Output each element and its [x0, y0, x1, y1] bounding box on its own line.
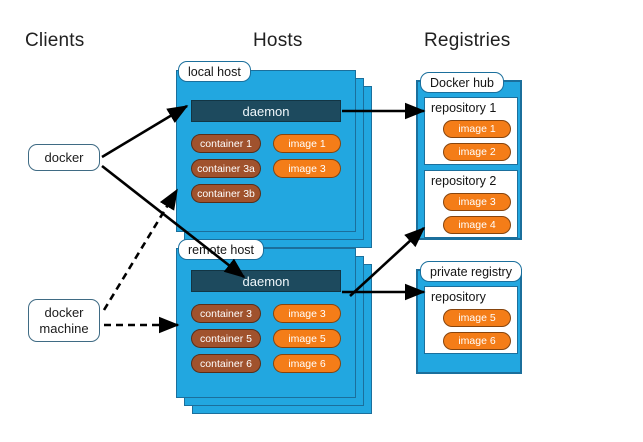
repository-2-image-2[interactable]: image 4	[443, 216, 511, 234]
host-local-image-1[interactable]: image 1	[273, 134, 341, 153]
host-remote-container-2[interactable]: container 5	[191, 329, 261, 348]
repository-1[interactable]: repository 1 image 1 image 2	[424, 97, 518, 165]
host-local-daemon[interactable]: daemon	[191, 100, 341, 122]
heading-hosts: Hosts	[253, 30, 303, 51]
repository-2-label: repository 2	[431, 174, 497, 188]
host-local-container-2[interactable]: container 3a	[191, 159, 261, 178]
repository-private-label: repository	[431, 290, 486, 304]
registry-docker-hub[interactable]: Docker hub repository 1 image 1 image 2 …	[416, 72, 522, 240]
host-local-container-3[interactable]: container 3b	[191, 184, 261, 203]
host-remote[interactable]: remote host daemon container 3 container…	[176, 239, 372, 414]
repository-private-image-2[interactable]: image 6	[443, 332, 511, 350]
heading-clients: Clients	[25, 30, 85, 51]
registry-private-tab: private registry	[420, 261, 522, 282]
client-docker-machine[interactable]: docker machine	[28, 299, 100, 342]
host-local-image-2[interactable]: image 3	[273, 159, 341, 178]
host-local-daemon-label: daemon	[242, 103, 290, 119]
repository-1-label: repository 1	[431, 101, 497, 115]
host-remote-image-3[interactable]: image 6	[273, 354, 341, 373]
host-remote-container-3[interactable]: container 6	[191, 354, 261, 373]
client-docker-machine-label-line1: docker	[44, 305, 84, 321]
repository-1-image-2[interactable]: image 2	[443, 143, 511, 161]
host-remote-daemon[interactable]: daemon	[191, 270, 341, 292]
client-docker-label: docker	[44, 149, 84, 165]
registry-docker-hub-tab: Docker hub	[420, 72, 504, 93]
arrow-docker-to-local-daemon	[101, 104, 189, 159]
repository-private[interactable]: repository image 5 image 6	[424, 286, 518, 354]
repository-private-image-1[interactable]: image 5	[443, 309, 511, 327]
repository-2[interactable]: repository 2 image 3 image 4	[424, 170, 518, 238]
host-remote-daemon-label: daemon	[242, 273, 290, 289]
host-remote-container-1[interactable]: container 3	[191, 304, 261, 323]
repository-2-image-1[interactable]: image 3	[443, 193, 511, 211]
host-remote-tab: remote host	[178, 239, 265, 260]
registry-private[interactable]: private registry repository image 5 imag…	[416, 261, 522, 374]
repository-1-image-1[interactable]: image 1	[443, 120, 511, 138]
arrow-machine-to-local-host	[102, 188, 179, 311]
host-local-tab: local host	[178, 61, 251, 82]
host-remote-image-1[interactable]: image 3	[273, 304, 341, 323]
client-docker[interactable]: docker	[28, 144, 100, 171]
client-docker-machine-label-line2: machine	[39, 320, 89, 336]
heading-registries: Registries	[424, 30, 511, 51]
host-local[interactable]: local host daemon container 1 container …	[176, 61, 372, 248]
host-local-container-1[interactable]: container 1	[191, 134, 261, 153]
host-remote-image-2[interactable]: image 5	[273, 329, 341, 348]
